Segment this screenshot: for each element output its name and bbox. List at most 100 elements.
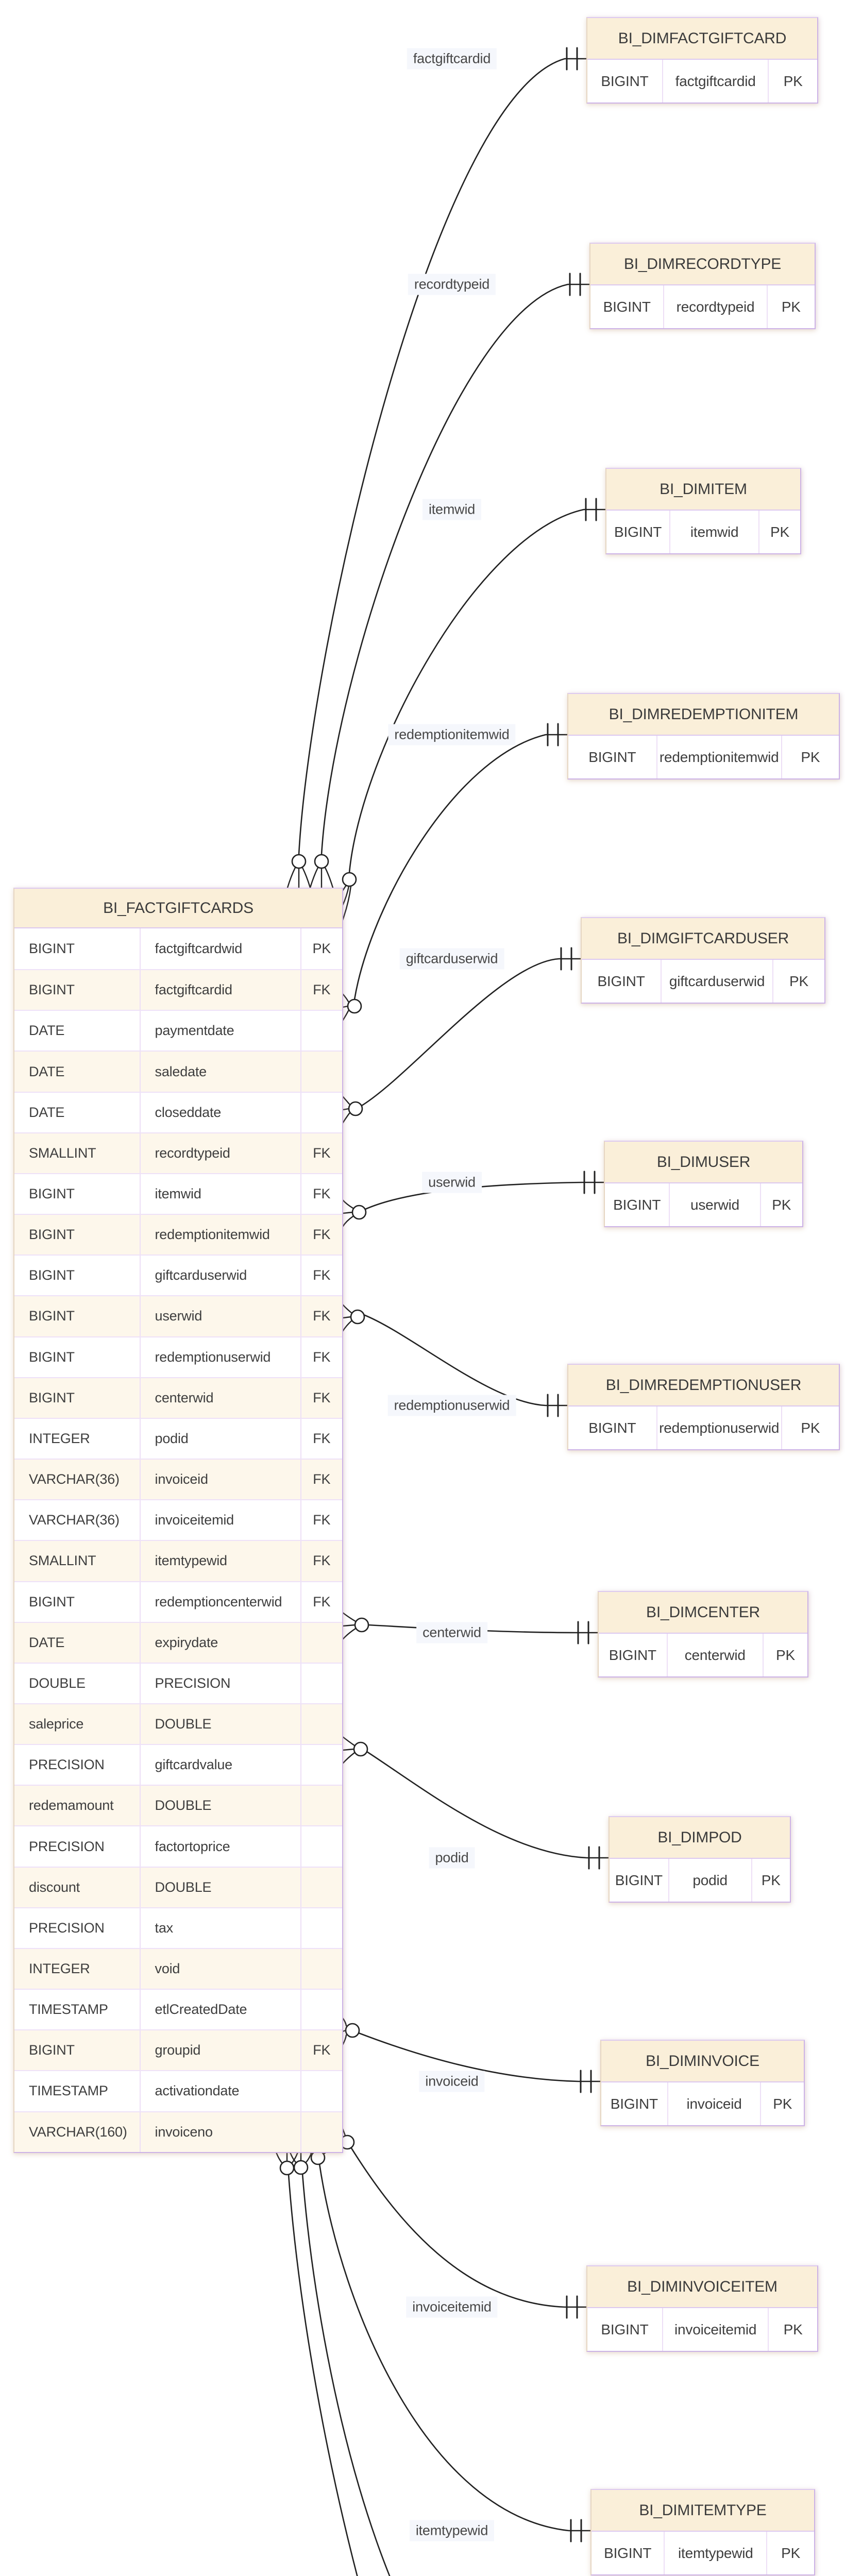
column-type: BIGINT	[613, 1196, 661, 1213]
table-row: BIGINT factgiftcardid PK	[587, 60, 817, 103]
column-type: BIGINT	[588, 1419, 636, 1436]
column-name: giftcardvalue	[139, 1745, 300, 1785]
key-badge	[300, 1092, 342, 1132]
column-name: redemptionuserwid	[139, 1337, 300, 1377]
key-badge	[300, 1704, 342, 1744]
key-badge	[300, 1990, 342, 2030]
table-bi-dimredemptionuser[interactable]: BI_DIMREDEMPTIONUSER BIGINT redemptionus…	[567, 1364, 840, 1450]
key-badge: FK	[300, 2030, 342, 2071]
table-bi-dimfactgiftcard[interactable]: BI_DIMFACTGIFTCARD BIGINT factgiftcardid…	[586, 17, 818, 104]
relationship-label[interactable]: centerwid	[416, 1622, 487, 1643]
primary-key-badge: PK	[772, 1196, 791, 1213]
relationship-label[interactable]: itemwid	[422, 499, 482, 520]
column-name: factortoprice	[139, 1826, 300, 1867]
table-title: BI_FACTGIFTCARDS	[14, 889, 342, 928]
zero-cardinality-circle-icon	[291, 854, 307, 869]
zero-cardinality-circle-icon	[314, 854, 329, 869]
key-badge	[300, 1011, 342, 1051]
column-type: INTEGER	[29, 1430, 90, 1446]
column-type: BIGINT	[597, 973, 645, 989]
key-badge: FK	[300, 970, 342, 1010]
column-name: DOUBLE	[139, 1867, 300, 1907]
column-type: BIGINT	[601, 2321, 649, 2337]
column-type: VARCHAR(160)	[29, 2124, 127, 2140]
column-name: invoiceid	[667, 2082, 762, 2125]
column-type: redemamount	[29, 1798, 114, 1814]
key-badge	[300, 1622, 342, 1663]
column-name: invoiceitemid	[139, 1500, 300, 1540]
column-name: itemwid	[139, 1174, 300, 1214]
column-type: PRECISION	[29, 1757, 105, 1773]
table-title: BI_DIMRECORDTYPE	[590, 244, 815, 285]
column-type: DATE	[29, 1023, 65, 1039]
column-name: PRECISION	[139, 1663, 300, 1703]
column-type: BIGINT	[588, 749, 636, 765]
key-badge	[300, 1663, 342, 1703]
table-bi-dimuser[interactable]: BI_DIMUSER BIGINT userwid PK	[604, 1141, 803, 1227]
table-bi-dimrecordtype[interactable]: BI_DIMRECORDTYPE BIGINT recordtypeid PK	[589, 243, 816, 329]
column-name: recordtypeid	[663, 285, 768, 328]
relationship-label[interactable]: userwid	[422, 1172, 482, 1193]
relationship-label[interactable]: factgiftcardid	[407, 48, 497, 70]
primary-key-badge: PK	[781, 298, 801, 315]
table-row: BIGINT itemtypewid PK	[592, 2532, 814, 2574]
column-name: closeddate	[139, 1092, 300, 1132]
column-name: userwid	[669, 1183, 761, 1226]
key-badge	[300, 1052, 342, 1092]
relationship-label[interactable]: redemptionuserwid	[387, 1395, 516, 1416]
relationship-label[interactable]: redemptionitemwid	[388, 724, 516, 745]
table-bi-dimcenter[interactable]: BI_DIMCENTER BIGINT centerwid PK	[598, 1591, 808, 1677]
column-type: DATE	[29, 1104, 65, 1120]
column-name: centerwid	[139, 1378, 300, 1418]
column-name: DOUBLE	[139, 1704, 300, 1744]
column-type: BIGINT	[29, 1227, 75, 1243]
relationship-label[interactable]: podid	[429, 1847, 475, 1869]
table-bi-dimredemptionitem[interactable]: BI_DIMREDEMPTIONITEM BIGINT redemptionit…	[567, 693, 840, 779]
table-row: BIGINT userwid PK	[605, 1183, 802, 1226]
relationship-label[interactable]: giftcarduserwid	[399, 948, 504, 970]
relationship-label[interactable]: invoiceitemid	[406, 2296, 498, 2318]
key-badge	[300, 2071, 342, 2111]
relationship-label[interactable]: invoiceid	[419, 2071, 485, 2092]
column-name: etlCreatedDate	[139, 1990, 300, 2030]
column-type: DOUBLE	[29, 1675, 86, 1691]
table-bi-dimgiftcarduser[interactable]: BI_DIMGIFTCARDUSER BIGINT giftcarduserwi…	[581, 917, 825, 1004]
key-badge	[300, 1867, 342, 1907]
table-row: BIGINT invoiceitemid PK	[587, 2308, 817, 2351]
zero-cardinality-circle-icon	[353, 1741, 368, 1757]
primary-key-badge: PK	[801, 749, 820, 765]
table-bi-diminvoiceitem[interactable]: BI_DIMINVOICEITEM BIGINT invoiceitemid P…	[586, 2265, 818, 2352]
table-row: BIGINT giftcarduserwid PK	[582, 960, 824, 1003]
table-bi-dimitemtype[interactable]: BI_DIMITEMTYPE BIGINT itemtypewid PK	[590, 2489, 815, 2575]
column-name: factgiftcardid	[662, 60, 769, 103]
table-bi-dimpod[interactable]: BI_DIMPOD BIGINT podid PK	[609, 1816, 791, 1903]
primary-key-badge: PK	[761, 1872, 781, 1888]
column-name: redemptionitemwid	[656, 736, 782, 778]
key-badge: FK	[300, 1582, 342, 1622]
column-name: paymentdate	[139, 1011, 300, 1051]
table-title: BI_DIMFACTGIFTCARD	[587, 18, 817, 60]
table-title: BI_DIMITEM	[606, 469, 800, 511]
column-name: itemtypewid	[664, 2532, 768, 2574]
table-bi-dimitem[interactable]: BI_DIMITEM BIGINT itemwid PK	[605, 468, 801, 554]
table-title: BI_DIMREDEMPTIONUSER	[568, 1365, 839, 1406]
table-bi-diminvoice[interactable]: BI_DIMINVOICE BIGINT invoiceid PK	[600, 2040, 805, 2126]
column-type: SMALLINT	[29, 1145, 96, 1161]
relationship-label[interactable]: itemtypewid	[409, 2520, 495, 2541]
column-type: saleprice	[29, 1716, 84, 1732]
column-type: BIGINT	[29, 2042, 75, 2058]
relationship-label[interactable]: recordtypeid	[408, 274, 496, 295]
